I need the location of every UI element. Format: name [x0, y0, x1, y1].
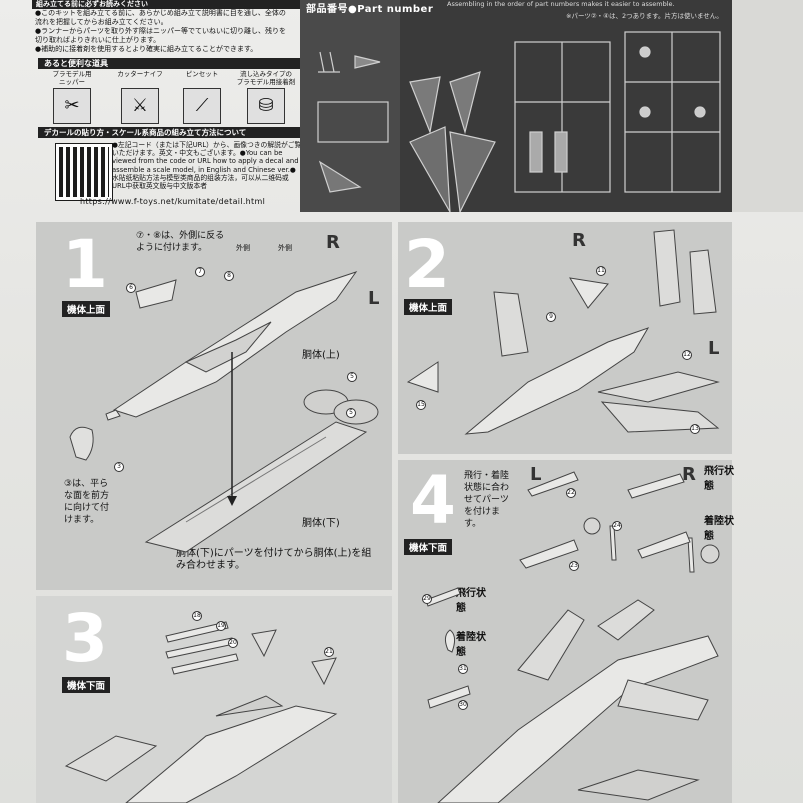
upper-body-label: 胴体(上): [302, 350, 340, 361]
part-number-badge: 18: [192, 611, 202, 621]
tool-tweezers: ピンセット ⟋: [172, 70, 232, 126]
glue-bottle-icon: ⛁: [247, 88, 285, 124]
step4-side-l: L: [530, 464, 542, 485]
decal-url-link[interactable]: https://www.f-toys.net/kumitate/detail.h…: [80, 197, 266, 206]
step2-side-l: L: [708, 338, 720, 359]
part-number-badge: 3: [114, 462, 124, 472]
tool-label: ピンセット: [185, 70, 219, 78]
part-number-badge: 31: [458, 664, 468, 674]
decal-header: デカールの貼り方・スケール系商品の組み立て方法について: [38, 127, 304, 138]
warning-line: ●このキットを組み立てる前に、あらかじめ組み立て説明書に目を通し、全体の: [35, 9, 286, 17]
part-number-badge: 24: [612, 521, 622, 531]
step1-number: 1: [62, 226, 108, 303]
warning-line: 流れを把握してからお組み立てください。: [35, 18, 168, 26]
part-number-badge: 5: [346, 408, 356, 418]
step1-note-top: ⑦・⑧は、外側に反るように付けます。: [136, 231, 225, 253]
part-number-badge: 13: [690, 424, 700, 434]
tool-label: 流し込みタイプの プラモデル用接着剤: [236, 70, 296, 86]
runner-panel-edge: [732, 0, 803, 212]
lower-body-label: 胴体(下): [302, 518, 340, 529]
tool-label: プラモデル用 ニッパー: [52, 70, 92, 86]
flight-state-label: 飛行状態: [704, 466, 734, 492]
part-number-badge: 11: [596, 266, 606, 276]
warning-line: 切り取ればよりきれいに仕上がります。: [35, 36, 161, 44]
step3-number: 3: [62, 600, 108, 677]
step2-side-r: R: [572, 230, 586, 251]
part-number-badge: 9: [546, 312, 556, 322]
flight-state-label: 飛行状態: [456, 588, 486, 614]
tool-cutter: カッターナイフ ⚔: [110, 70, 170, 126]
step4-side-r: R: [682, 464, 696, 485]
step2-drawing: [406, 229, 720, 435]
step1-note-bottom: 胴体(下)にパーツを付けてから胴体(上)を組み合わせます。: [176, 548, 372, 571]
part-number-badge: 19: [216, 621, 226, 631]
part-number-badge: 29: [422, 594, 432, 604]
step3-drawing: [64, 621, 338, 803]
part-number-badge: 23: [569, 561, 579, 571]
runner-subtitle: Assembling in the order of part numbers …: [447, 0, 675, 8]
part-number-badge: 8: [224, 271, 234, 281]
part-number-badge: 12: [682, 350, 692, 360]
step1-drawing: [69, 271, 379, 553]
step1-side-r: R: [326, 232, 340, 253]
step1-note-left: ③は、平らな面を前方に向けて付けます。: [64, 479, 110, 525]
step3-label: 機体下面: [62, 677, 111, 693]
tweezers-icon: ⟋: [183, 88, 221, 124]
tool-glue: 流し込みタイプの プラモデル用接着剤 ⛁: [236, 70, 296, 126]
tool-nipper: プラモデル用 ニッパー ✂: [42, 70, 102, 126]
part-number-badge: 21: [324, 647, 334, 657]
cutter-knife-icon: ⚔: [121, 88, 159, 124]
part-number-badge: 20: [228, 638, 238, 648]
outer-label: 外側: [278, 244, 292, 252]
step2-number: 2: [404, 226, 450, 303]
tool-label: カッターナイフ: [117, 70, 163, 78]
decal-note: ●左記コード（または下記URL）から、画像つきの解説がご覧いただけます。英文・中…: [112, 141, 302, 191]
runner-title: 部品番号●Part number: [306, 4, 434, 15]
part-number-badge: 30: [458, 700, 468, 710]
step1-label: 機体上面: [62, 301, 111, 317]
runner-note: ※パーツ②・④は、2つあります。片方は使いません。: [566, 12, 723, 20]
part-number-badge: 15: [416, 400, 426, 410]
step2-label: 機体上面: [404, 299, 453, 315]
warning-block: 組み立てる前に必ずお読みください ●このキットを組み立てる前に、あらかじめ組み立…: [32, 0, 302, 58]
runner-drawing: [317, 31, 721, 212]
nipper-icon: ✂: [53, 88, 91, 124]
warning-line: ●ランナーからパーツを取り外す際はニッパー等でていねいに切り離し、残りを: [35, 27, 286, 35]
outer-label: 外側: [236, 244, 250, 252]
part-number-badge: 22: [566, 488, 576, 498]
step4-label: 機体下面: [404, 539, 453, 555]
qr-code-icon[interactable]: [55, 143, 113, 201]
warning-header: 組み立てる前に必ずお読みください: [32, 0, 302, 9]
part-number-badge: 7: [195, 267, 205, 277]
warning-line: ●補助的に接着剤を使用するとより確実に組み立てることができます。: [35, 45, 258, 53]
tools-header: あると便利な道具: [38, 58, 304, 69]
step1-side-l: L: [368, 288, 380, 309]
step4-number: 4: [410, 462, 456, 539]
runner-panel-left: [300, 0, 400, 212]
step4-drawing: [425, 471, 720, 803]
landing-state-label: 着陸状態: [456, 632, 486, 658]
step4-note: 飛行・着陸状態に合わせてパーツを付けます。: [464, 471, 510, 529]
part-number-badge: 6: [126, 283, 136, 293]
landing-state-label: 着陸状態: [704, 516, 734, 542]
part-number-badge: 5: [347, 372, 357, 382]
